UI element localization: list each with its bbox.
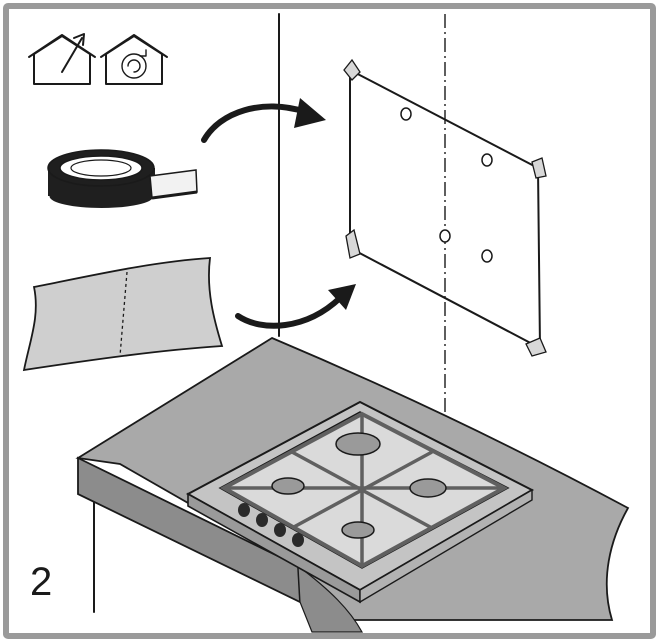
drilling-template xyxy=(343,58,547,357)
adhesive-tape-roll xyxy=(46,149,198,211)
arrow-cloth-to-wall xyxy=(235,284,356,329)
gas-hob xyxy=(185,400,535,604)
step-number: 2 xyxy=(30,560,53,604)
arrow-tape-to-wall xyxy=(201,98,326,143)
indoor-house-icon xyxy=(100,34,168,85)
protective-cloth xyxy=(22,257,224,372)
outdoor-house-icon xyxy=(28,33,96,85)
